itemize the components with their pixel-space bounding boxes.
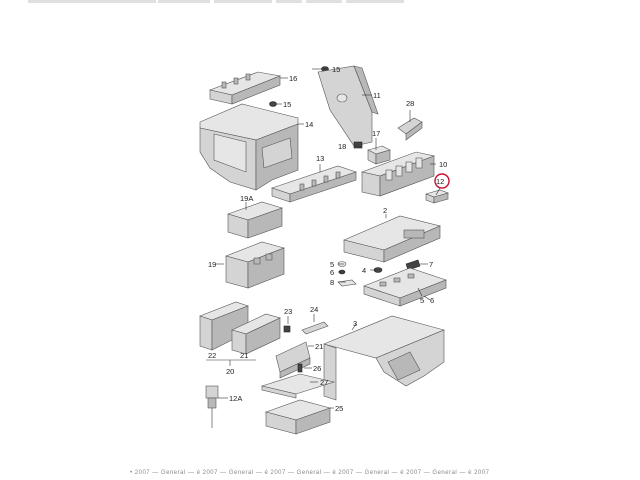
callout-25: 25 (335, 404, 343, 413)
callout-4: 4 (362, 266, 366, 275)
callout-10: 10 (439, 160, 447, 169)
part-3-carrier-bracket (323, 315, 445, 401)
callout-15a: 15 (332, 65, 340, 74)
callout-22: 22 (208, 351, 216, 360)
callout-13: 13 (316, 154, 324, 163)
part-13-fuse-rail (271, 165, 357, 203)
part-2-control-unit (343, 215, 441, 263)
part-27-mount-plate (260, 373, 336, 399)
part-24-connector (301, 321, 329, 335)
part-28-connector-plug (397, 117, 423, 141)
callout-5b: 5 (420, 296, 424, 305)
callout-labels: 16 15 15 14 11 28 18 17 10 12 13 2 19A 1… (208, 65, 450, 413)
part-21-plate (275, 341, 311, 379)
callout-26: 26 (313, 364, 321, 373)
part-14-bracket-frame (199, 103, 299, 191)
top-strip (28, 0, 404, 3)
callout-27: 27 (320, 378, 328, 387)
leader-lines (206, 68, 441, 409)
part-22-relay-carrier (199, 301, 249, 351)
callout-19: 19 (208, 260, 216, 269)
part-25-cover (264, 399, 332, 435)
callout-15b: 15 (283, 100, 291, 109)
callout-12a: 12A (229, 394, 242, 403)
callout-20: 20 (226, 367, 234, 376)
callout-5: 5 (330, 260, 334, 269)
callout-11: 11 (373, 91, 381, 100)
callout-6b: 6 (430, 296, 434, 305)
part-9-fuse-tray (363, 267, 447, 307)
part-10-fuse-holder (360, 151, 436, 197)
part-7-fuse (405, 259, 421, 271)
callout-16: 16 (289, 74, 297, 83)
callout-3: 3 (353, 319, 357, 328)
callout-6: 6 (330, 268, 334, 277)
callout-7: 7 (429, 260, 433, 269)
part-26-screw (297, 363, 303, 373)
callout-17: 17 (372, 129, 380, 138)
callout-23: 23 (284, 307, 292, 316)
callout-21-left: 21 (240, 351, 248, 360)
part-12a-relay (205, 385, 219, 428)
part-15-nut-lower (269, 101, 277, 107)
part-11-vertical-bracket (317, 65, 379, 147)
part-12-fuse (425, 189, 449, 204)
part-23-clip (283, 325, 291, 333)
part-21-relay-block (231, 313, 281, 355)
callout-8: 8 (330, 278, 334, 287)
callout-14: 14 (305, 120, 313, 129)
callout-21-right: 21 (315, 342, 323, 351)
part-17-relay (367, 145, 391, 165)
callout-12-highlight-ring (434, 173, 450, 189)
part-8-clip (337, 279, 357, 287)
callout-12: 12 (436, 177, 444, 186)
callout-28: 28 (406, 99, 414, 108)
part-16-relay-strip (208, 71, 282, 105)
callout-2: 2 (383, 206, 387, 215)
part-19-box (225, 241, 285, 289)
part-19a-box (227, 201, 283, 239)
callout-18: 18 (338, 142, 346, 151)
footer-watermark: • 2007 — General — é 2007 — General — é … (130, 470, 490, 476)
callout-19a: 19A (240, 194, 253, 203)
part-18-clip (353, 141, 363, 149)
callout-24: 24 (310, 305, 318, 314)
